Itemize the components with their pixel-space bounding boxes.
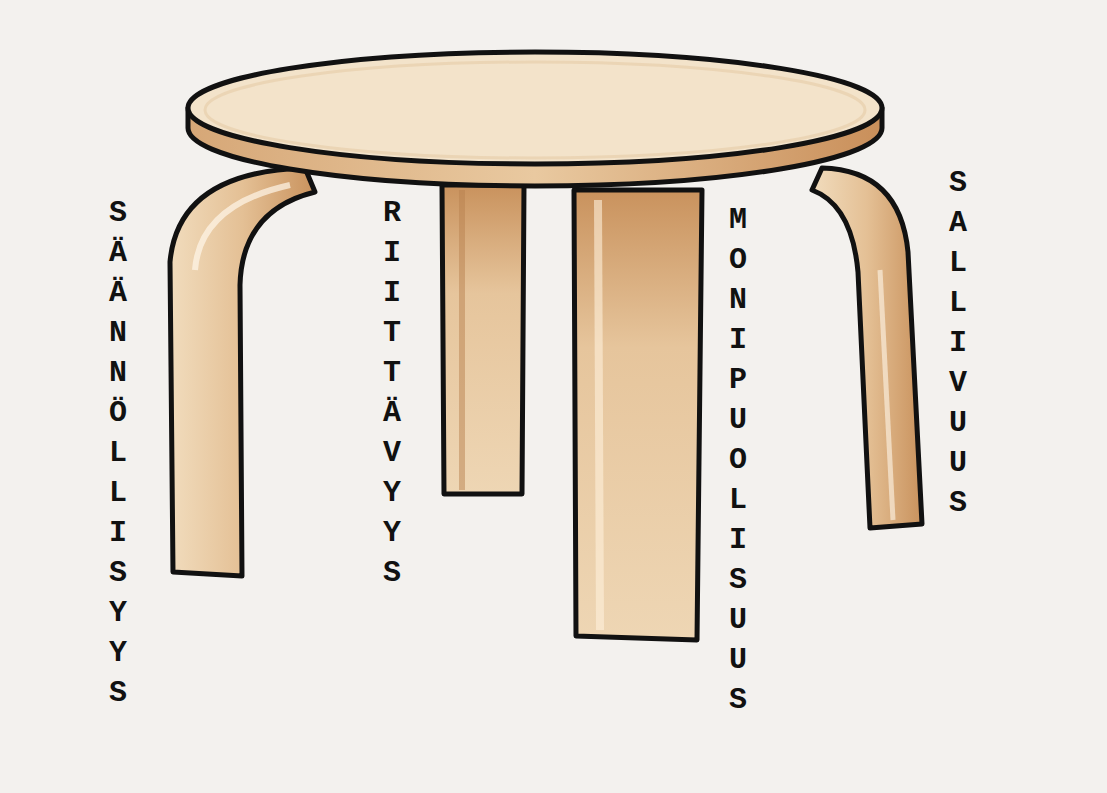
leg-label: SÄÄNNÖLLISYYS — [105, 193, 132, 713]
seat-shading — [205, 62, 865, 158]
seat-top — [188, 52, 882, 164]
leg-shading — [459, 190, 465, 490]
leg-highlight — [598, 200, 600, 630]
leg-highlight — [195, 185, 290, 270]
stool-leg — [170, 168, 315, 576]
stool-leg — [812, 168, 922, 528]
leg-label: RIITTÄVYYS — [379, 193, 406, 593]
stool-leg — [574, 190, 702, 640]
leg-highlight — [880, 270, 893, 520]
leg-label: SALLIVUUS — [945, 163, 972, 523]
stool-leg — [442, 185, 524, 494]
leg-label: MONIPUOLISUUS — [725, 200, 752, 720]
